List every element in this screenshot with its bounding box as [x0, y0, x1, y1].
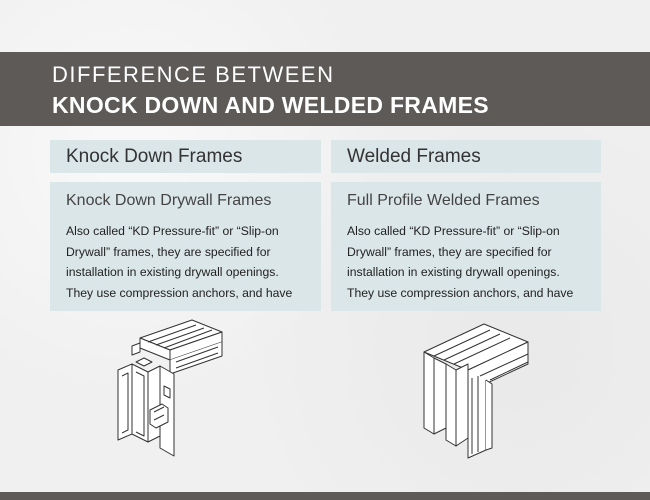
knock-down-subtitle: Knock Down Drywall Frames: [66, 192, 272, 209]
welded-frame-illustration: [423, 323, 529, 459]
knock-down-frame-illustration: [117, 319, 223, 457]
welded-frames-heading: Welded Frames: [331, 140, 601, 173]
footer-bar: [0, 492, 650, 500]
welded-subtitle: Full Profile Welded Frames: [347, 192, 540, 209]
welded-info-box: Full Profile Welded Frames Also called “…: [331, 182, 601, 311]
knock-down-frames-heading: Knock Down Frames: [50, 140, 321, 173]
welded-description: Also called “KD Pressure-fit” or “Slip-o…: [347, 224, 574, 300]
header-title-line2: KNOCK DOWN AND WELDED FRAMES: [52, 92, 489, 118]
knock-down-description: Also called “KD Pressure-fit” or “Slip-o…: [66, 224, 293, 300]
header-band: [0, 52, 650, 126]
knock-down-info-box: Knock Down Drywall Frames Also called “K…: [50, 182, 321, 311]
header-title-line1: DIFFERENCE BETWEEN: [52, 62, 335, 87]
